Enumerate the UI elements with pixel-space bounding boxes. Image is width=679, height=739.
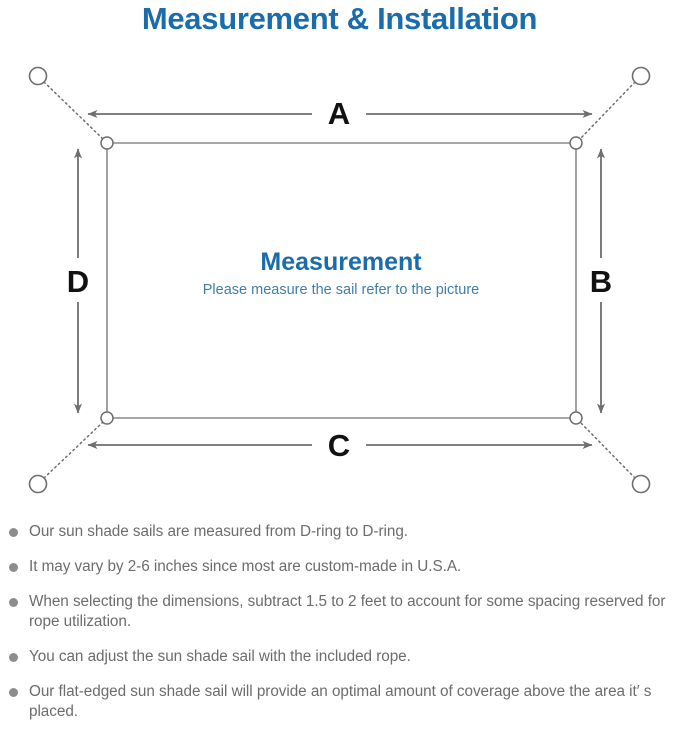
rope-line-top-left <box>43 81 104 140</box>
d-ring-top-right <box>569 136 583 150</box>
note-text: You can adjust the sun shade sail with t… <box>29 648 411 665</box>
bullet-icon <box>9 598 18 607</box>
d-ring-bottom-left <box>100 411 114 425</box>
rope-line-top-right <box>579 81 636 140</box>
bullet-icon <box>9 688 18 697</box>
d-ring-top-left <box>100 136 114 150</box>
note-text: It may vary by 2-6 inches since most are… <box>29 558 462 575</box>
sun-shade-sail-measurement-diagram: A C D B Measurement Please measure the s… <box>0 45 679 515</box>
dimension-label-d: D <box>67 264 89 299</box>
anchor-top-left <box>28 66 48 86</box>
anchor-points <box>28 66 651 494</box>
anchor-bottom-right <box>631 474 651 494</box>
bullet-icon <box>9 563 18 572</box>
anchor-top-right <box>631 66 651 86</box>
bullet-icon <box>9 528 18 537</box>
note-text: Our sun shade sails are measured from D-… <box>29 523 408 540</box>
list-item: You can adjust the sun shade sail with t… <box>0 647 679 667</box>
rope-line-bottom-right <box>579 421 636 479</box>
list-item: When selecting the dimensions, subtract … <box>0 592 679 632</box>
diagram-center-subtitle: Please measure the sail refer to the pic… <box>203 282 479 298</box>
rope-line-bottom-left <box>43 421 104 479</box>
notes-list: Our sun shade sails are measured from D-… <box>0 522 679 737</box>
list-item: It may vary by 2-6 inches since most are… <box>0 557 679 577</box>
dimension-label-c: C <box>328 428 350 463</box>
list-item: Our flat-edged sun shade sail will provi… <box>0 682 679 722</box>
list-item: Our sun shade sails are measured from D-… <box>0 522 679 542</box>
note-text: Our flat-edged sun shade sail will provi… <box>29 683 652 720</box>
dimension-label-b: B <box>590 264 612 299</box>
note-text: When selecting the dimensions, subtract … <box>29 593 666 630</box>
bullet-icon <box>9 653 18 662</box>
anchor-bottom-left <box>28 474 48 494</box>
page-title: Measurement & Installation <box>141 1 538 36</box>
sail-outline <box>106 142 577 419</box>
d-rings <box>100 136 583 425</box>
rope-lines <box>43 81 636 479</box>
diagram-center-title: Measurement <box>260 248 422 276</box>
dimension-label-a: A <box>328 96 350 131</box>
d-ring-bottom-right <box>569 411 583 425</box>
